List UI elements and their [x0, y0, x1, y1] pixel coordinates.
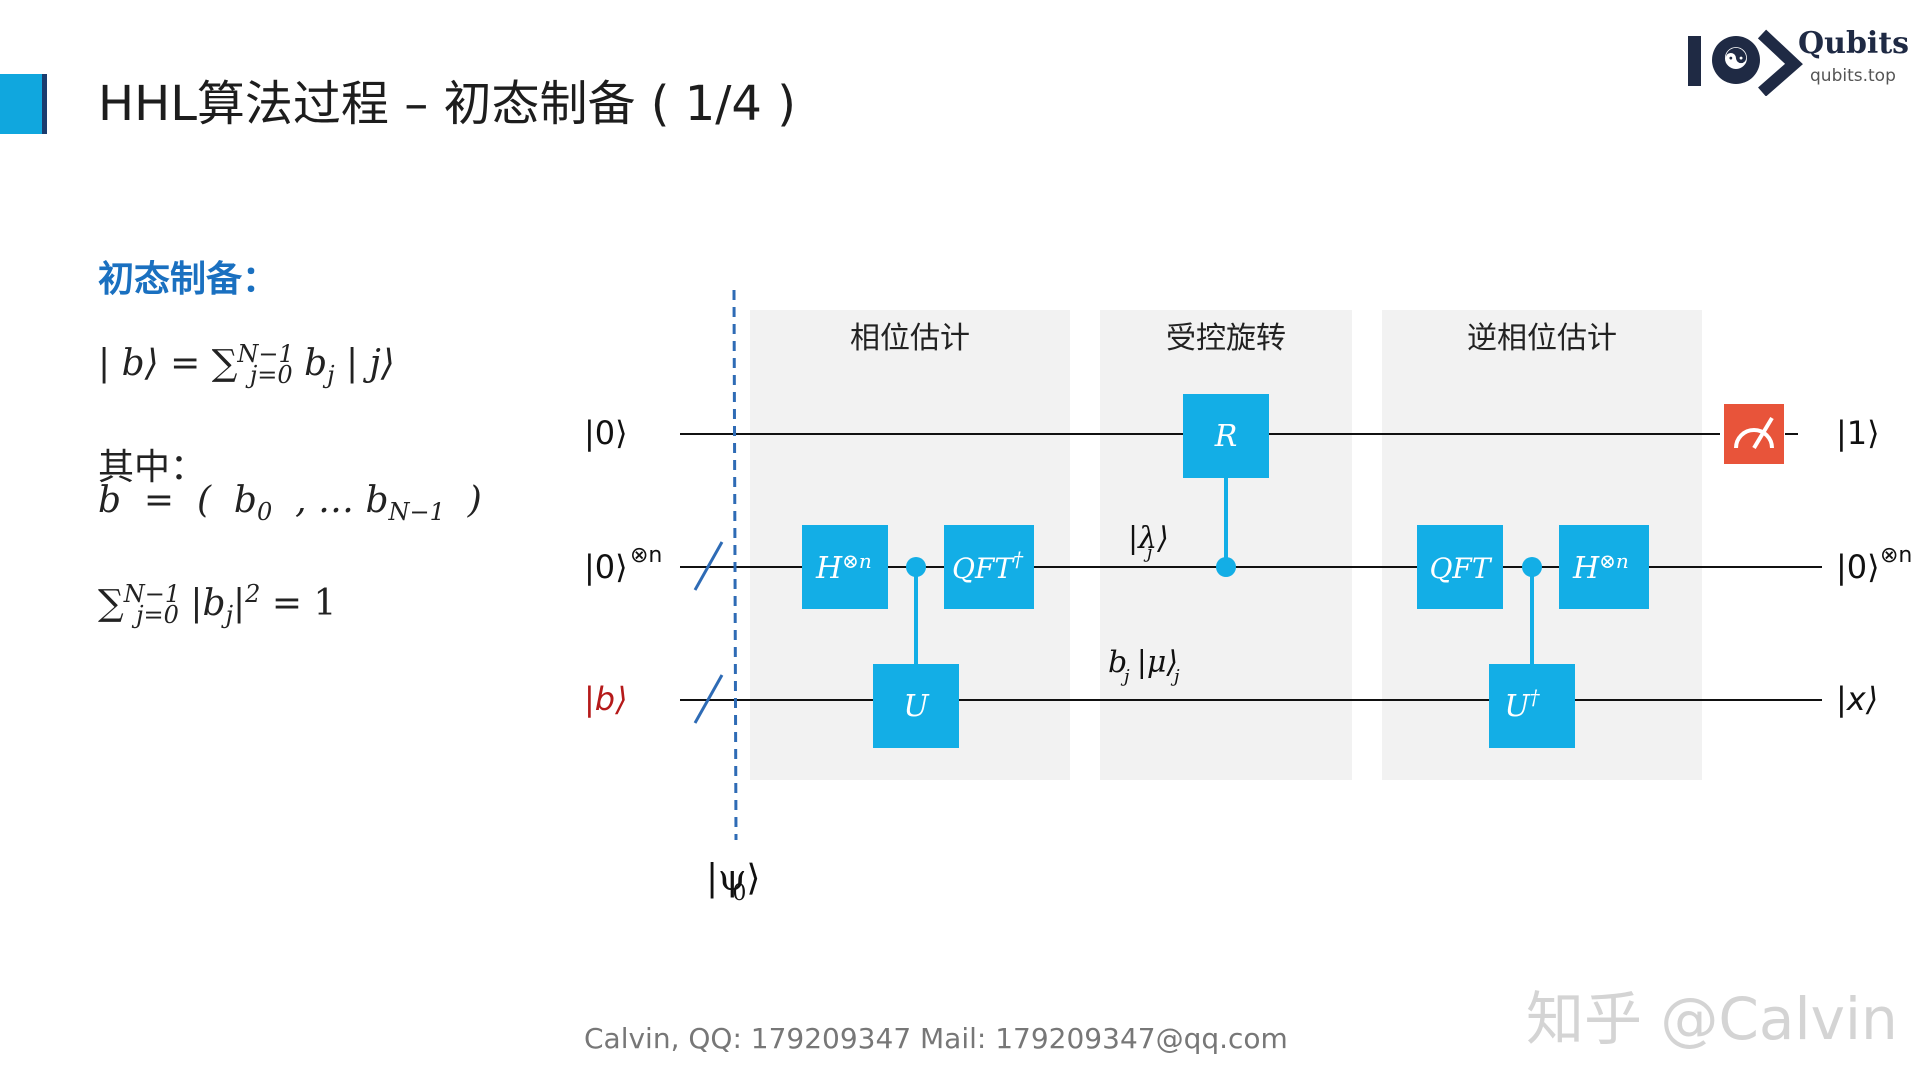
qubits-logo: ☯ Qubits qubits.top	[1680, 10, 1910, 96]
output-label-x: |x⟩	[1836, 680, 1878, 718]
svg-text:U†: U†	[1504, 685, 1540, 724]
bundle-slash-clock	[693, 541, 724, 591]
yin-yang-icon: ☯	[1712, 36, 1760, 84]
hhl-circuit-diagram: 相位估计 受控旋转 逆相位估计 |0⟩ |0⟩ ⊗n |b⟩ |1⟩ |0⟩ ⊗…	[584, 289, 1912, 906]
bundle-slash-b	[693, 674, 724, 724]
footer-contact: Calvin, QQ: 179209347 Mail: 179209347@qq…	[584, 1022, 1288, 1055]
output-label-ancilla: |1⟩	[1836, 414, 1880, 452]
zhihu-watermark: 知乎 @Calvin	[1526, 985, 1898, 1053]
control-dot-u-dagger	[1522, 557, 1542, 577]
section-title-controlled-rotation: 受控旋转	[1166, 321, 1286, 356]
output-label-clock: |0⟩	[1836, 548, 1880, 586]
chevron-right-icon	[1757, 29, 1803, 96]
output-label-clock-tensor: ⊗n	[1880, 543, 1912, 568]
gate-hadamard-inverse: H⊗n	[1559, 525, 1649, 609]
input-label-clock-tensor: ⊗n	[630, 543, 662, 568]
logo-bar-shape	[1688, 36, 1701, 86]
input-label-b: |b⟩	[584, 680, 628, 718]
slide-title: HHL算法过程 – 初态制备 ( 1/4 )	[98, 76, 796, 132]
gate-hadamard: H⊗n	[802, 525, 888, 609]
where-label: 其中：	[98, 447, 207, 488]
input-label-clock: |0⟩	[584, 548, 628, 586]
state-label-lambda: |λ⟩j	[1128, 521, 1169, 563]
svg-text:U: U	[903, 689, 930, 724]
norm-equation: ∑N−1j=0 |bj|2 = 1	[98, 580, 337, 630]
svg-text:H⊗n: H⊗n	[1572, 549, 1629, 586]
section-title-inverse-phase-estimation: 逆相位估计	[1467, 321, 1617, 356]
title-accent-line	[42, 74, 47, 134]
svg-text:H⊗n: H⊗n	[815, 549, 872, 586]
control-dot-r	[1216, 557, 1236, 577]
section-heading: 初态制备：	[98, 259, 279, 300]
logo-name: Qubits	[1798, 26, 1910, 61]
psi0-separator-dashed	[732, 289, 738, 841]
state-label-psi0: |ψ⟩0	[706, 858, 760, 906]
gate-u-dagger: U†	[1489, 664, 1575, 748]
svg-text:R: R	[1214, 419, 1238, 454]
svg-text:QFT: QFT	[1429, 552, 1492, 585]
gate-u: U	[873, 664, 959, 748]
gate-r: R	[1183, 394, 1269, 478]
measurement-meter-icon	[1724, 404, 1784, 464]
logo-url: qubits.top	[1810, 66, 1896, 86]
state-equation: | b⟩ = ∑N−1j=0 bj | j⟩	[98, 340, 395, 390]
gate-qft: QFT	[1417, 525, 1503, 609]
svg-text:QFT†: QFT†	[952, 547, 1024, 585]
section-title-phase-estimation: 相位估计	[850, 321, 970, 356]
title-accent-bar	[0, 74, 42, 134]
control-dot-u	[906, 557, 926, 577]
input-label-ancilla: |0⟩	[584, 414, 628, 452]
vector-equation: b = ( b0 , … bN−1 )	[98, 480, 482, 527]
gate-qft-dagger: QFT†	[944, 525, 1034, 609]
